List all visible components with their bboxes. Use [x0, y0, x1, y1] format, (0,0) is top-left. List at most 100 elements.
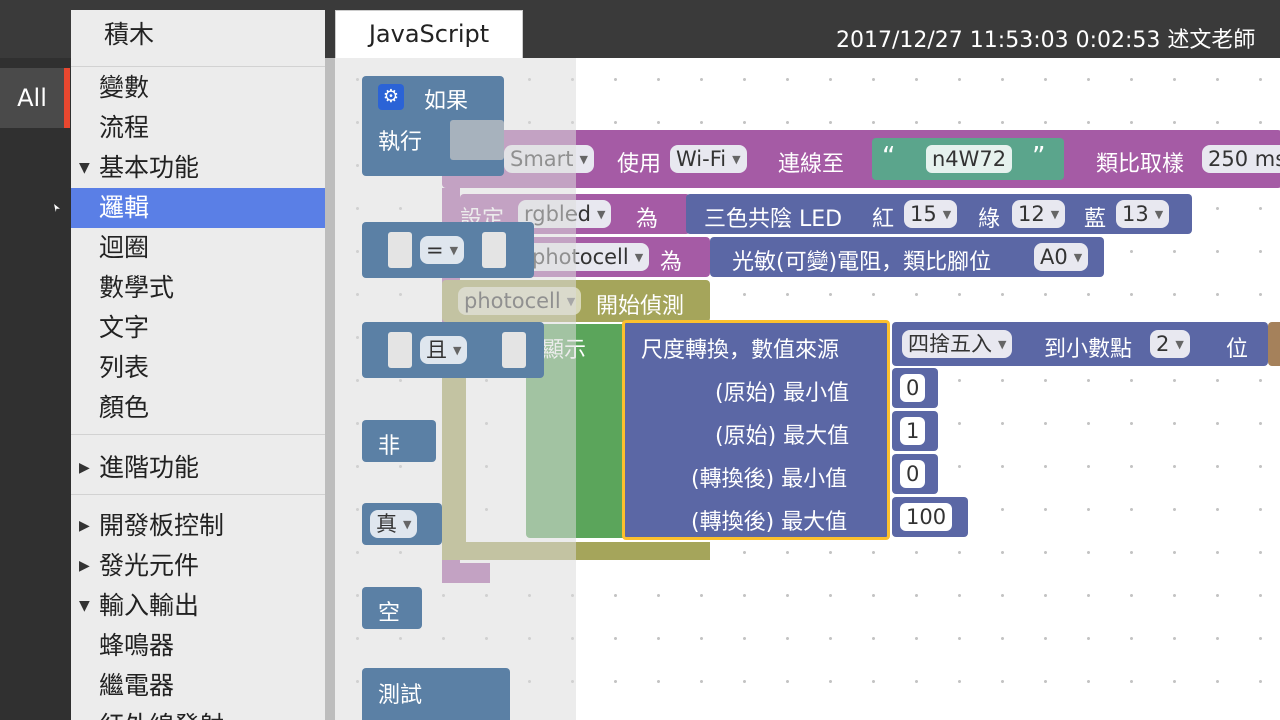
toolbox-item-relay[interactable]: 繼電器	[71, 666, 325, 706]
if-block[interactable]: ⚙ 如果 執行	[362, 76, 504, 176]
connection-dropdown[interactable]: Wi-Fi▼	[670, 145, 747, 173]
sample-rate-field[interactable]: 250 ms	[1202, 145, 1280, 173]
device-string-block[interactable]: “ n4W72 ”	[872, 138, 1064, 180]
toolbox-item-advanced[interactable]: ▶進階功能	[71, 448, 325, 488]
dropdown-value: 真	[376, 512, 397, 536]
source-value-block[interactable]	[1268, 322, 1280, 366]
toolbox-item-board-control[interactable]: ▶ 開發板控制	[71, 506, 325, 546]
and-block[interactable]: 且▼	[362, 322, 544, 378]
toolbox-item-label: 發光元件	[99, 551, 200, 580]
start-detect-label: 開始偵測	[596, 294, 685, 319]
toolbox-item-light[interactable]: ▶發光元件	[71, 546, 325, 586]
blue-label: 藍	[1084, 207, 1107, 232]
toolbox-item-lists[interactable]: 列表	[71, 348, 325, 388]
source-min-value[interactable]: 0	[900, 374, 926, 402]
red-label: 紅	[872, 207, 895, 232]
decimal-places-dropdown[interactable]: 2▼	[1150, 330, 1190, 358]
gear-icon[interactable]: ⚙	[378, 84, 404, 110]
null-label: 空	[378, 601, 401, 626]
dropdown-value: 13	[1122, 202, 1149, 226]
flyout-scrollbar[interactable]	[325, 58, 335, 720]
close-quote-icon: ”	[1032, 142, 1046, 172]
toolbox-item-label: 輸入輸出	[99, 591, 200, 620]
sample-label: 類比取樣	[1096, 152, 1185, 177]
toolbox-item-flow[interactable]: 流程	[71, 108, 325, 148]
blue-pin-dropdown[interactable]: 13▼	[1116, 200, 1170, 228]
dropdown-value: 15	[910, 202, 937, 226]
device-id-field[interactable]: n4W72	[926, 145, 1013, 173]
boolean-dropdown[interactable]: 真▼	[370, 510, 418, 538]
number-block[interactable]: 1	[892, 411, 938, 451]
toolbox-item-label: 進階功能	[99, 453, 200, 482]
map-block[interactable]: 尺度轉換，數值來源 (原始) 最小值 (原始) 最大值 (轉換後) 最小值 (轉…	[622, 320, 890, 540]
target-min-label: (轉換後) 最小值	[691, 467, 848, 492]
toolbox: 積木 變數 流程 ▼基本功能 邏輯 迴圈 數學式 文字 列表 顏色 ▶進階功能 …	[71, 10, 325, 720]
analog-pin-dropdown[interactable]: A0▼	[1034, 243, 1089, 271]
source-max-label: (原始) 最大值	[715, 424, 850, 449]
boolean-block[interactable]: 真▼	[362, 503, 442, 545]
ternary-block[interactable]: 測試	[362, 668, 510, 720]
dropdown-value: 四捨五入	[908, 332, 992, 356]
red-pin-dropdown[interactable]: 15 ▼	[904, 200, 958, 228]
toolbox-item-label: 數學式	[99, 273, 175, 302]
toolbox-item-label: 繼電器	[99, 671, 175, 700]
dropdown-arrow-icon: ▼	[942, 208, 952, 221]
rgb-led-block[interactable]: 三色共陰 LED 紅 15▼ 綠 12▼ 藍 13▼	[686, 194, 1192, 234]
tab-javascript[interactable]: JavaScript	[335, 10, 523, 58]
target-min-value[interactable]: 0	[900, 460, 926, 488]
number-block[interactable]: 100	[892, 497, 968, 537]
toolbox-item-logic[interactable]: 邏輯	[71, 188, 325, 228]
test-label: 測試	[378, 683, 423, 708]
toolbox-item-label: 迴圈	[99, 233, 150, 262]
toolbox-item-text[interactable]: 文字	[71, 308, 325, 348]
dropdown-value: 2	[1156, 332, 1170, 356]
source-max-value[interactable]: 1	[900, 417, 926, 445]
not-label: 非	[378, 434, 401, 459]
toolbox-item-label: 積木	[104, 20, 155, 49]
toolbox-item-buzzer[interactable]: 蜂鳴器	[71, 626, 325, 666]
toolbox-item-ir-send[interactable]: 紅外線發射	[71, 706, 325, 720]
toolbox-item-io[interactable]: ▼輸入輸出	[71, 586, 325, 626]
collapsed-arrow-icon: ▶	[79, 518, 90, 534]
map-block-title: 尺度轉換，數值來源	[641, 338, 840, 363]
compare-block[interactable]: =▼	[362, 222, 534, 278]
toolbox-separator	[71, 434, 325, 435]
number-block[interactable]: 0	[892, 368, 938, 408]
compare-operator-dropdown[interactable]: =▼	[420, 236, 465, 264]
input-slot	[482, 232, 506, 268]
dropdown-value: 12	[1018, 202, 1045, 226]
toolbox-item-blocks[interactable]: 積木	[71, 15, 325, 55]
photocell-type-label: 光敏(可變)電阻，類比腳位	[732, 250, 992, 275]
toolbox-item-math[interactable]: 數學式	[71, 268, 325, 308]
not-block[interactable]: 非	[362, 420, 436, 462]
input-slot	[502, 332, 526, 368]
dropdown-arrow-icon: ▼	[579, 153, 588, 166]
toolbox-item-label: 開發板控制	[99, 511, 225, 540]
round-mode-dropdown[interactable]: 四捨五入▼	[902, 330, 1013, 358]
toolbox-item-colour[interactable]: 顏色	[71, 388, 325, 428]
logic-operator-dropdown[interactable]: 且▼	[420, 336, 468, 364]
source-min-label: (原始) 最小值	[715, 381, 850, 406]
as-label: 為	[636, 207, 659, 232]
dropdown-arrow-icon: ▼	[453, 344, 462, 357]
all-tab-accent	[64, 68, 70, 128]
number-block[interactable]: 0	[892, 454, 938, 494]
open-quote-icon: “	[882, 142, 896, 172]
photocell-block[interactable]: 光敏(可變)電阻，類比腳位 A0▼	[710, 237, 1104, 277]
toolbox-item-basic[interactable]: ▼基本功能	[71, 148, 325, 188]
to-decimal-label: 到小數點	[1044, 337, 1133, 362]
round-block[interactable]: 四捨五入▼ 到小數點 2▼ 位	[892, 322, 1268, 366]
all-tab[interactable]: All	[0, 68, 64, 128]
toolbox-item-loops[interactable]: 迴圈	[71, 228, 325, 268]
dropdown-arrow-icon: ▼	[403, 518, 412, 531]
null-block[interactable]: 空	[362, 587, 422, 629]
target-max-value[interactable]: 100	[900, 503, 953, 531]
toolbox-item-label: 基本功能	[99, 153, 200, 182]
do-label: 執行	[378, 130, 423, 155]
toolbox-item-variables[interactable]: 變數	[71, 68, 325, 108]
green-pin-dropdown[interactable]: 12▼	[1012, 200, 1066, 228]
dropdown-value: Wi-Fi	[676, 147, 727, 171]
toolbox-separator	[71, 494, 325, 495]
dropdown-value: 且	[426, 338, 447, 362]
if-label: 如果	[424, 89, 469, 114]
